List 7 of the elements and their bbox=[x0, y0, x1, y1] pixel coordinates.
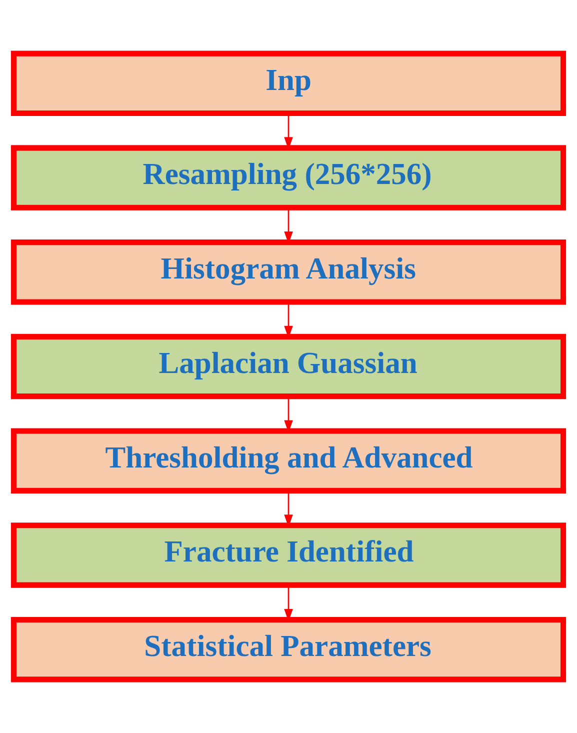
node-box: Statistical Parameters bbox=[10, 617, 566, 682]
node-box: Inp bbox=[10, 50, 566, 116]
node-box: Laplacian Guassian bbox=[10, 334, 566, 400]
node-box: Fracture Identified bbox=[10, 522, 566, 588]
node-box: Resampling (256*256) bbox=[10, 145, 566, 210]
node-box: Thresholding and Advanced bbox=[10, 428, 566, 494]
node-box: Histogram Analysis bbox=[10, 240, 566, 305]
